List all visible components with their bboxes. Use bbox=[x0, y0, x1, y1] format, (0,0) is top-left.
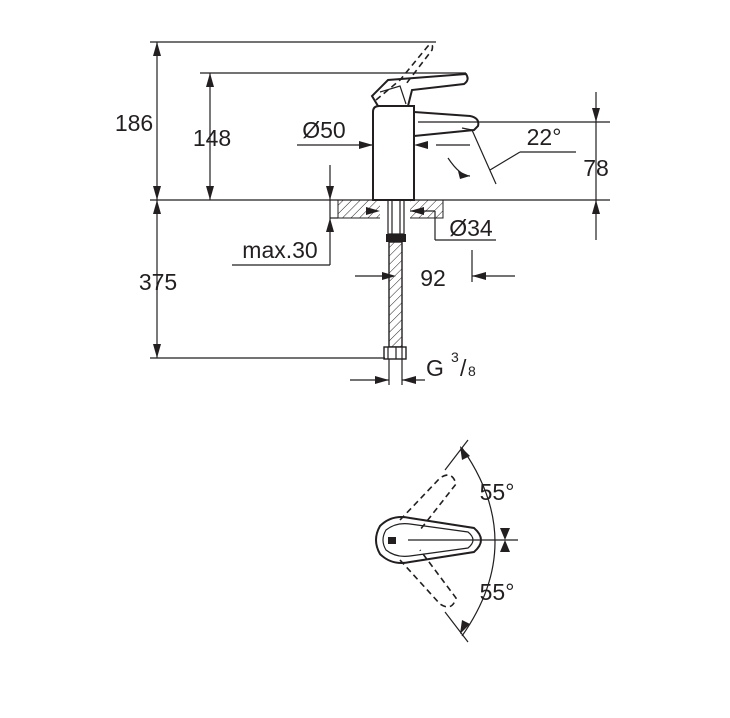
mounting-hose bbox=[383, 199, 407, 385]
dim-base-diameter: Ø50 bbox=[302, 117, 428, 149]
dim-78-label: 78 bbox=[583, 155, 609, 181]
dim-max-30-label: max.30 bbox=[242, 237, 317, 263]
thread-denominator: 8 bbox=[468, 363, 476, 379]
dim-186: 186 bbox=[115, 42, 161, 200]
dim-148: 148 bbox=[193, 73, 231, 200]
dim-186-label: 186 bbox=[115, 110, 153, 136]
dim-375-label: 375 bbox=[139, 269, 177, 295]
dim-92: 92 bbox=[355, 250, 515, 291]
handle-top-view bbox=[375, 516, 482, 564]
thread-numerator: 3 bbox=[451, 349, 459, 365]
dim-max-30: max.30 bbox=[232, 165, 338, 266]
dim-spout-angle-label: 22° bbox=[527, 124, 562, 150]
plan-view: 55° 55° bbox=[375, 439, 518, 643]
rotation-right-label: 55° bbox=[480, 579, 515, 605]
dim-hole-diameter-label: Ø34 bbox=[449, 215, 493, 241]
dim-148-label: 148 bbox=[193, 125, 231, 151]
dim-hole-diameter: Ø34 bbox=[366, 207, 496, 241]
faucet-body bbox=[370, 43, 480, 201]
dim-thread: G 3 / 8 bbox=[350, 349, 476, 384]
dim-base-diameter-label: Ø50 bbox=[302, 117, 345, 143]
dim-spout-angle: 22° bbox=[447, 124, 576, 185]
braided-hose bbox=[388, 241, 403, 348]
rotation-arc bbox=[461, 447, 496, 637]
thread-prefix: G bbox=[426, 355, 444, 381]
thread-slash: / bbox=[460, 355, 467, 381]
rotation-left-label: 55° bbox=[480, 479, 515, 505]
dim-92-label: 92 bbox=[420, 265, 446, 291]
side-view: 186 148 Ø50 22° 78 bbox=[115, 41, 610, 385]
dim-375: 375 bbox=[139, 200, 177, 358]
dim-78: 78 bbox=[583, 92, 609, 240]
